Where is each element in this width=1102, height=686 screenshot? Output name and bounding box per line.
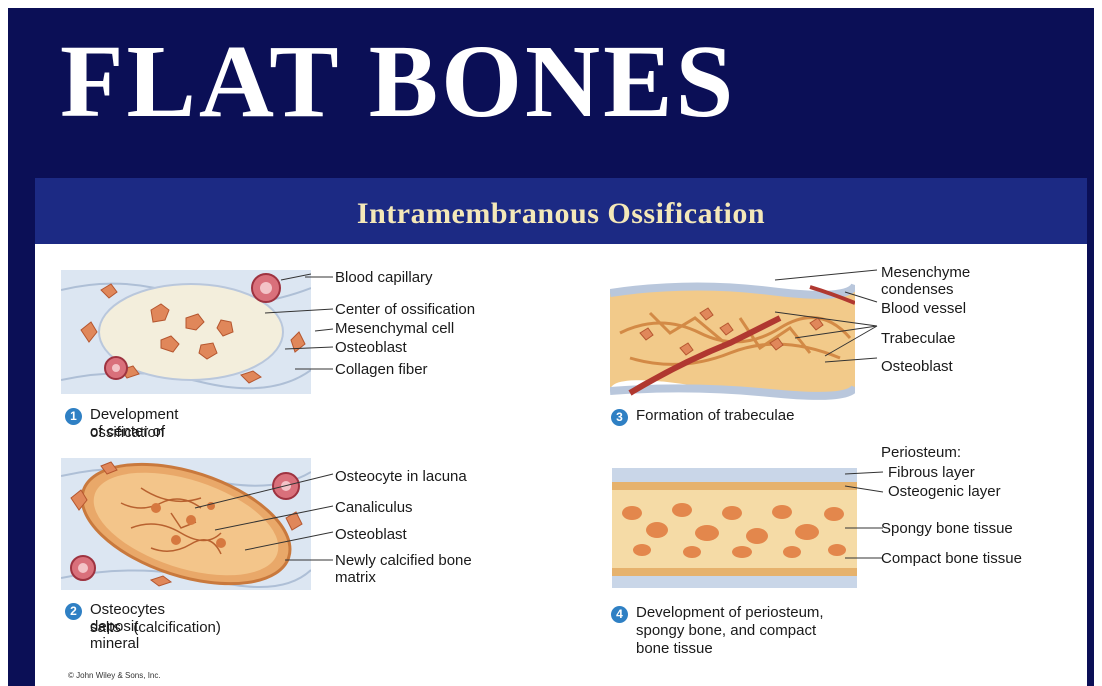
diagram-banner: Intramembranous Ossification — [35, 178, 1087, 244]
label-trabeculae: Trabeculae — [881, 330, 956, 347]
step-badge-2: 2 — [65, 603, 82, 620]
label-mesenchyme: Mesenchyme — [881, 264, 970, 281]
panel-4-illustration — [612, 468, 857, 588]
caption-panel-4-line-2: spongy bone, and compact — [636, 622, 816, 639]
label-osteoblast-3: Osteoblast — [881, 358, 953, 375]
label-collagen-fiber: Collagen fiber — [335, 361, 428, 378]
label-mesenchymal-cell: Mesenchymal cell — [335, 320, 454, 337]
label-osteoblast-1: Osteoblast — [335, 339, 407, 356]
label-fibrous-layer: Fibrous layer — [888, 464, 975, 481]
label-canaliculus: Canaliculus — [335, 499, 413, 516]
caption-panel-1-line-2: ossification — [90, 424, 164, 441]
label-osteoblast-2: Osteoblast — [335, 526, 407, 543]
panel-3-leader-lines — [765, 266, 880, 376]
label-blood-vessel: Blood vessel — [881, 300, 966, 317]
label-periosteum: Periosteum: — [881, 444, 961, 461]
label-center-of-ossification: Center of ossification — [335, 301, 475, 318]
label-newly-calcified-bone: Newly calcified bone — [335, 552, 472, 569]
panel-2-leader-lines — [185, 468, 335, 578]
label-spongy-bone-tissue: Spongy bone tissue — [881, 520, 1013, 537]
panel-1-leader-lines — [245, 273, 335, 383]
label-osteogenic-layer: Osteogenic layer — [888, 483, 1001, 500]
slide-title: FLAT BONES — [60, 30, 736, 134]
caption-panel-4-line-3: bone tissue — [636, 640, 713, 657]
step-badge-3: 3 — [611, 409, 628, 426]
label-compact-bone-tissue: Compact bone tissue — [881, 550, 1022, 567]
label-matrix: matrix — [335, 569, 376, 586]
label-osteocyte-in-lacuna: Osteocyte in lacuna — [335, 468, 467, 485]
caption-panel-2-line-2: salts (calcification) — [90, 619, 221, 636]
label-condenses: condenses — [881, 281, 954, 298]
label-blood-capillary: Blood capillary — [335, 269, 433, 286]
diagram-figure: Intramembranous Ossification — [35, 178, 1087, 686]
diagram-subtitle: Intramembranous Ossification — [35, 197, 1087, 231]
caption-panel-4-line-1: Development of periosteum, — [636, 604, 824, 621]
step-badge-4: 4 — [611, 606, 628, 623]
copyright-notice: © John Wiley & Sons, Inc. — [68, 671, 161, 680]
caption-panel-3: Formation of trabeculae — [636, 407, 794, 424]
panel-4-leader-lines — [835, 470, 885, 560]
step-badge-1: 1 — [65, 408, 82, 425]
